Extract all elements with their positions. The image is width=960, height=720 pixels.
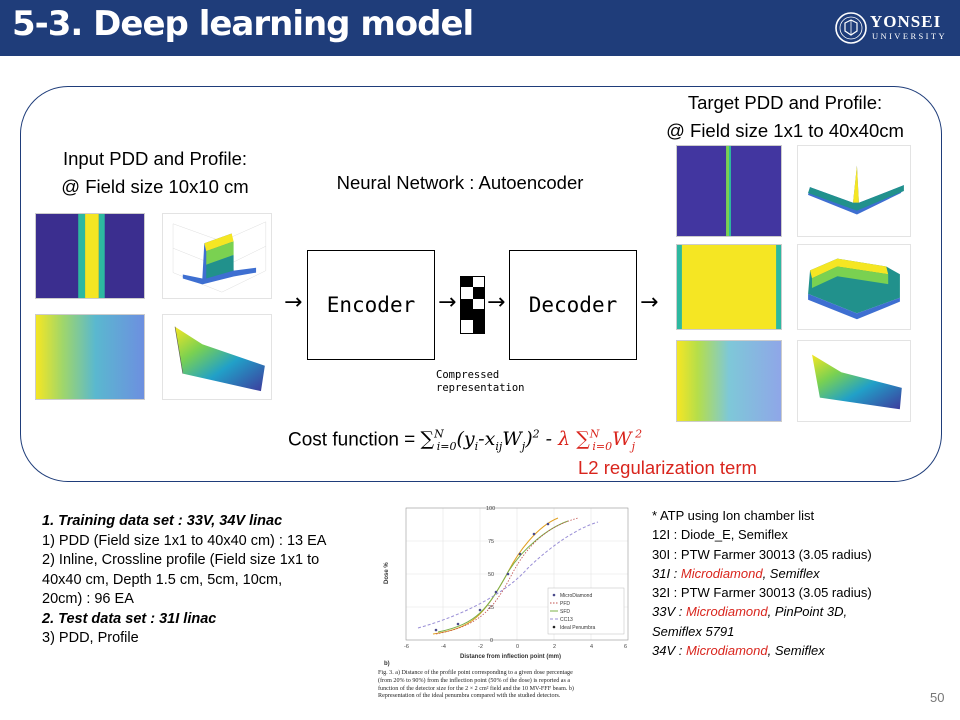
encoder-box: Encoder — [307, 250, 435, 360]
legend-entry: MicroDiamond — [560, 593, 592, 599]
logo-name: YONSEI — [870, 12, 942, 31]
ytick-label: 50 — [488, 572, 494, 578]
xtick-label: 6 — [624, 644, 627, 650]
atp-title: * ATP using Ion chamber list — [652, 508, 815, 523]
test-heading: 2. Test data set : 31I linac — [42, 610, 217, 627]
latent-code-icon — [460, 276, 485, 334]
figure-xlabel: Distance from inflection point (mm) — [460, 654, 561, 660]
decoder-box: Decoder — [509, 250, 637, 360]
list-item: 3) PDD, Profile — [42, 630, 139, 646]
latent-arrow-icon: → — [487, 290, 506, 315]
target-pdd-3d-plot — [797, 340, 911, 422]
xtick-label: 0 — [516, 644, 519, 650]
encoder-label: Encoder — [326, 293, 416, 317]
input-pdd-map — [35, 314, 145, 400]
compressed-label-line1: Compressed — [436, 369, 500, 381]
output-arrow-icon: → — [640, 290, 659, 315]
compressed-label-line2: representation — [436, 382, 525, 394]
xtick-label: -6 — [404, 644, 409, 650]
xtick-label: -2 — [478, 644, 483, 650]
target-profile-wide-3d-plot — [797, 244, 911, 330]
xtick-label: 2 — [553, 644, 556, 650]
target-pdd-map — [676, 340, 782, 422]
legend-entry: CC13 — [560, 617, 573, 623]
list-item: 1) PDD (Field size 1x1 to 40x40 cm) : 13… — [42, 532, 327, 549]
atp-list: * ATP using Ion chamber list 12I : Diode… — [652, 506, 872, 660]
ytick-label: 75 — [488, 539, 494, 545]
caption-line: (from 20% to 90%) from the inflection po… — [378, 677, 571, 684]
legend-entry: PFD — [560, 601, 570, 607]
caption-line: function of the detector size for the 2 … — [378, 685, 574, 692]
cost-function-formula: ∑Ni=0(yi-xijWj)2 - λ ∑Ni=0Wj2 — [420, 428, 643, 454]
ytick-label: 0 — [490, 638, 493, 644]
input-label-line2: @ Field size 10x10 cm — [61, 176, 249, 197]
diagram-frame — [20, 86, 942, 482]
atp-item: Semiflex 5791 — [652, 623, 735, 639]
atp-item: 31I : Microdiamond, Semiflex — [652, 565, 820, 581]
target-profile-narrow-3d-plot — [797, 145, 911, 237]
legend-entry: SFD — [560, 609, 570, 615]
atp-item: 32I : PTW Farmer 30013 (3.05 radius) — [652, 585, 872, 601]
network-title: Neural Network : Autoencoder — [336, 172, 584, 193]
target-profile-wide-map — [676, 244, 782, 330]
ytick-label: 100 — [486, 506, 495, 512]
figure-ylabel: Dose % — [384, 562, 390, 584]
cost-function-prefix: Cost function = — [288, 429, 421, 451]
caption-line: Fig. 3. a) Distance of the profile point… — [378, 670, 573, 676]
slide-title: 5-3. Deep learning model — [12, 4, 474, 44]
yonsei-seal-icon — [835, 12, 867, 44]
target-label-line2: @ Field size 1x1 to 40x40cm — [666, 120, 904, 141]
input-profile-3d-plot — [162, 213, 272, 299]
list-item: 40x40 cm, Depth 1.5 cm, 5cm, 10cm, — [42, 571, 283, 588]
decoder-label: Decoder — [528, 293, 618, 317]
logo-subtitle: UNIVERSITY — [872, 31, 947, 41]
title-bar — [0, 0, 960, 56]
target-profile-narrow-map — [676, 145, 782, 237]
list-item: 2) Inline, Crossline profile (Field size… — [42, 552, 320, 568]
legend-entry: Ideal Penumbra — [560, 625, 596, 631]
training-list: 1. Training data set : 33V, 34V linac 1)… — [42, 512, 326, 649]
atp-item: 30I : PTW Farmer 30013 (3.05 radius) — [652, 546, 872, 562]
training-heading: 1. Training data set : 33V, 34V linac — [42, 513, 283, 529]
ytick-label: 25 — [488, 605, 494, 611]
input-pdd-3d-plot — [162, 314, 272, 400]
xtick-label: 4 — [590, 644, 593, 650]
caption-line: Representation of the ideal penumbra com… — [378, 693, 561, 700]
atp-item: 33V : Microdiamond, PinPoint 3D, — [652, 604, 848, 620]
atp-item: 34V : Microdiamond, Semiflex — [652, 643, 825, 659]
figure-panel-tag: b) — [384, 661, 390, 667]
atp-item: 12I : Diode_E, Semiflex — [652, 527, 788, 543]
page-number: 50 — [930, 690, 945, 705]
xtick-label: -4 — [441, 644, 446, 650]
list-item: 20cm) : 96 EA — [42, 591, 134, 607]
cost-function: Cost function = ∑Ni=0(yi-xijWj)2 - λ ∑Ni… — [288, 428, 642, 453]
figure-caption: Fig. 3. a) Distance of the profile point… — [378, 670, 636, 701]
l2-regularization-label: L2 regularization term — [578, 457, 757, 478]
input-profile-map — [35, 213, 145, 299]
input-label-line1: Input PDD and Profile: — [62, 148, 248, 169]
target-label-line1: Target PDD and Profile: — [687, 92, 883, 113]
encoder-arrow-icon: → — [438, 290, 457, 315]
input-arrow-icon: → — [284, 290, 303, 315]
penumbra-figure: 100 75 50 25 0 -6 -4 -2 0 2 4 6 Distance… — [378, 496, 636, 668]
